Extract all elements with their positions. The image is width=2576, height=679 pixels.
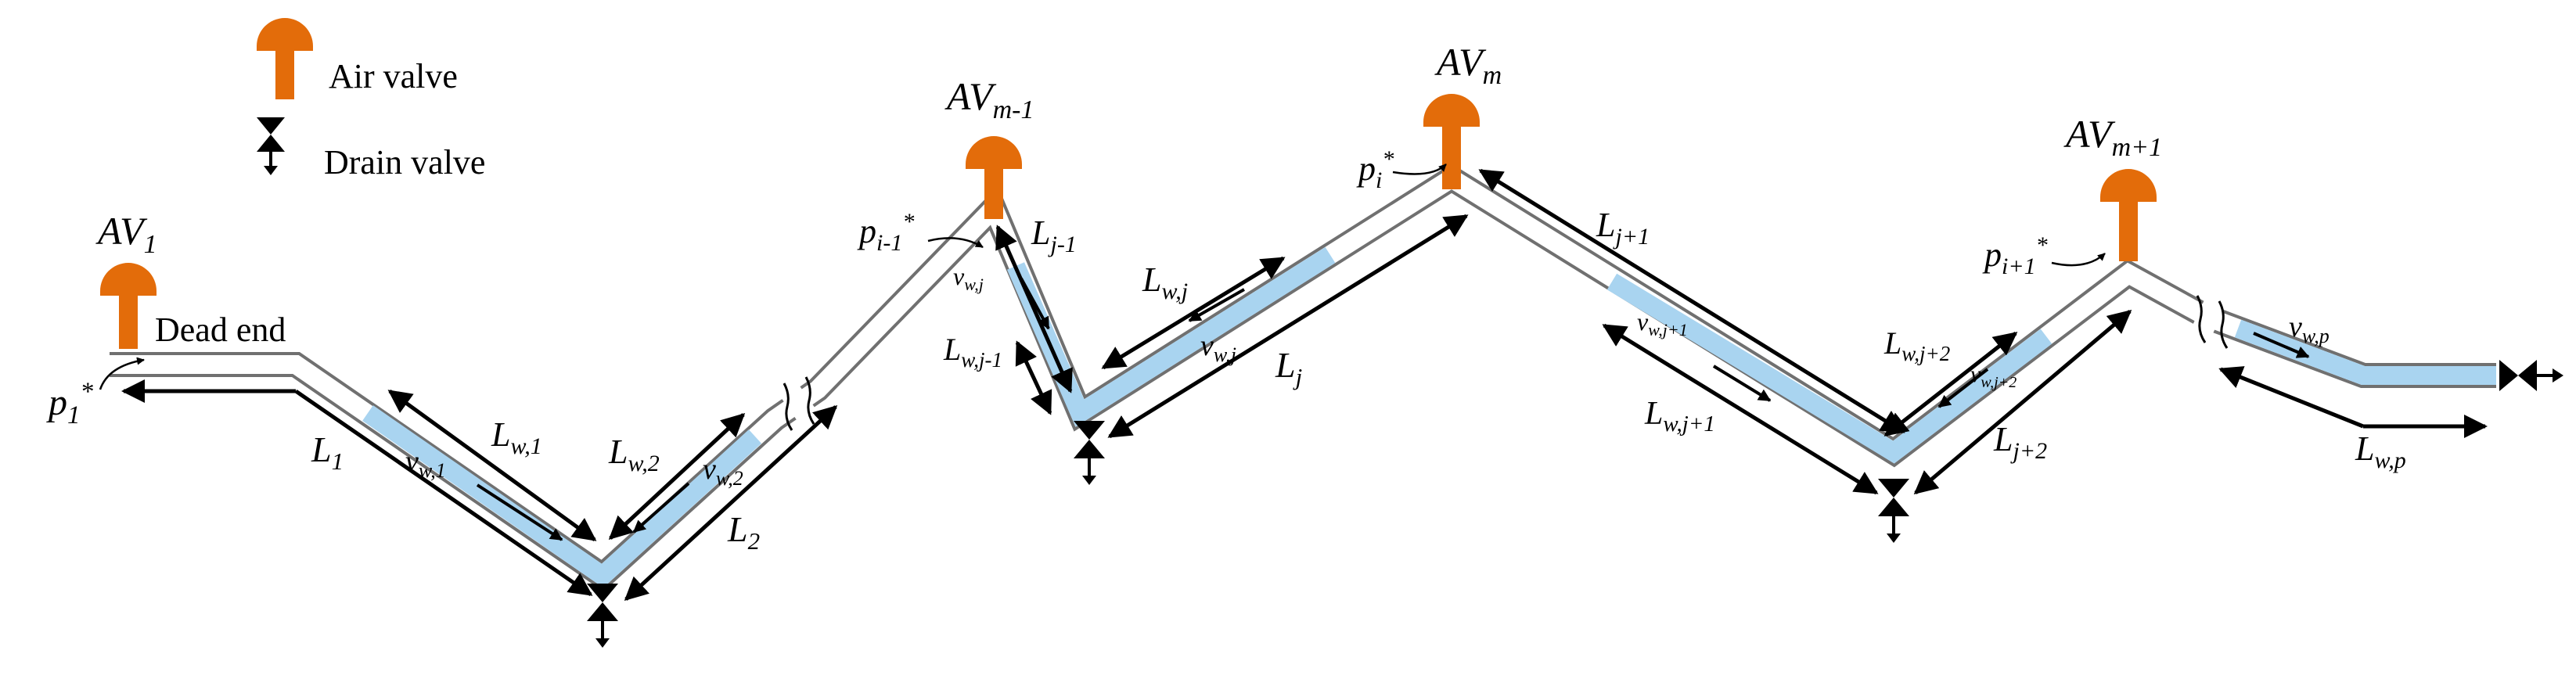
label-avm: AVm: [1434, 40, 1502, 90]
label-Lw2: Lw,2: [608, 433, 660, 476]
legend-air-valve-label: Air valve: [329, 57, 458, 95]
label-L2: L2: [727, 509, 760, 555]
label-Lj: Lj: [1275, 345, 1302, 390]
arrow-Lj+1: [1478, 168, 1905, 434]
label-Lwjm1: Lw,j-1: [943, 332, 1002, 372]
flow-arrow-vwj-a: [1020, 278, 1050, 330]
label-Ljp2: Lj+2: [1993, 420, 2047, 464]
arrow-L2: [624, 404, 838, 602]
arrow-Lwj-1: [1015, 340, 1052, 415]
label-pi: pi*: [1356, 146, 1394, 193]
pipe-break-2: [2189, 294, 2229, 349]
pipe-bore: [110, 167, 2496, 588]
label-avmp1: AVm+1: [2063, 112, 2162, 162]
flow-arrow-vw1: [476, 483, 563, 541]
pressure-pointers: [99, 163, 2106, 390]
label-Lwp: Lw,p: [2355, 429, 2406, 473]
label-vwp: vw,p: [2289, 311, 2330, 347]
drain-valve-3-icon: [1878, 479, 1909, 543]
arrow-Lj-1: [995, 225, 1073, 393]
label-Lw1: Lw,1: [491, 415, 542, 459]
label-vwjp2: vw,j+2: [1970, 361, 2017, 391]
pipe-outline: [110, 163, 2496, 592]
label-vwjp1: vw,j+1: [1637, 307, 1688, 340]
arrow-Lw1: [387, 389, 597, 542]
arrow-Lj+2: [1913, 310, 2132, 494]
label-pim1: pi-1*: [857, 209, 914, 256]
flow-arrows: [476, 278, 2310, 541]
label-Ljm1: Lj-1: [1031, 214, 1077, 257]
drain-valve-2-icon: [1074, 421, 1105, 485]
labels: AV1AVm-1AVmAVm+1p1*pi-1*pi*pi+1*L1L2LjLj…: [46, 40, 2406, 555]
label-av1: AV1: [95, 209, 157, 259]
air-valve-1-icon: [100, 263, 157, 349]
flow-arrow-vwp: [2253, 332, 2310, 358]
label-vw2: vw,2: [703, 453, 743, 490]
flow-arrow-vw2: [632, 482, 690, 534]
drain-valve-1-icon: [587, 584, 618, 648]
label-Lwjp1: Lw,j+1: [1644, 396, 1715, 436]
flow-arrow-vwj-b: [1188, 288, 1245, 322]
pipeline: [110, 163, 2496, 592]
label-pip1: pi+1*: [1982, 232, 2048, 279]
arrow-L1-slope: [294, 389, 593, 597]
label-vw1: vw,1: [405, 445, 446, 482]
arrow-Lj: [1107, 214, 1469, 439]
label-p1: p1*: [46, 378, 94, 429]
label-L1: L1: [311, 429, 344, 475]
air-valve-legend-icon: [257, 18, 313, 99]
water-segment-1: [362, 405, 762, 588]
label-vwj-a: vw,j: [953, 262, 984, 294]
flow-arrow-vwj+1: [1712, 365, 1772, 402]
arrow-Lw2: [608, 412, 746, 541]
water-segment-4: [2234, 319, 2496, 385]
arrow-Lwj+1: [1602, 323, 1879, 495]
dead-end-label: Dead end: [155, 311, 286, 349]
label-Lwj: Lw,j: [1142, 260, 1188, 304]
air-valve-m-1-icon: [966, 136, 1022, 219]
air-valve-m+1-icon: [2100, 169, 2157, 261]
length-arrows: [121, 168, 2488, 602]
air-valve-m-icon: [1423, 94, 1480, 189]
drain-valve-legend-icon: [257, 117, 285, 175]
label-vwj-b: vw,j: [1200, 329, 1236, 366]
arrow-Lwp: [2218, 366, 2364, 429]
flow-arrow-vwj+2: [1937, 368, 1989, 408]
drain-valve-end-icon: [2499, 360, 2563, 391]
label-Lwjp2: Lw,j+2: [1883, 325, 1950, 365]
label-Ljp1: Lj+1: [1596, 206, 1650, 250]
label-avm1: AVm-1: [944, 74, 1034, 124]
legend-drain-valve-label: Drain valve: [324, 143, 485, 181]
